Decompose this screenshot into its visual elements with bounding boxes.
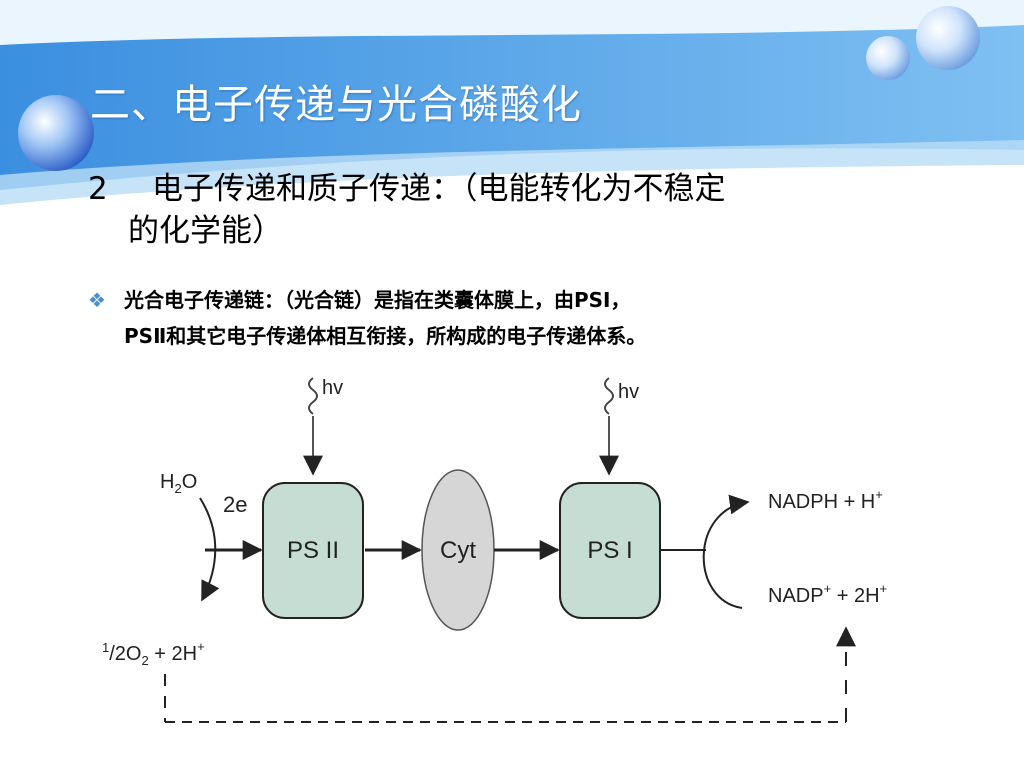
h2o-label: H2O (160, 471, 197, 496)
point-number: 2 (88, 171, 108, 207)
two-e-label: 2e (223, 492, 247, 517)
hv-wave-right (604, 377, 614, 415)
nadph-label: NADPH + H+ (768, 487, 883, 513)
bullet-line2: PSⅡ和其它电子传递体相互衔接，所构成的电子传递体系。 (124, 324, 647, 348)
point-text-line1: 电子传递和质子传递：（电能转化为不稳定 (152, 171, 726, 207)
nadp-label: NADP+ + 2H+ (768, 581, 887, 607)
orb-large (18, 95, 94, 171)
electron-transport-diagram: hv hv PS II Cyt PS I H2O 2e 1/2O2 + 2H+ … (102, 377, 887, 723)
bullet-definition: ❖ 光合电子传递链：（光合链）是指在类囊体膜上，由PSⅠ， PSⅡ和其它电子传递… (88, 282, 888, 354)
ps2-label: PS II (287, 537, 339, 564)
point-text-line2: 的化学能） (128, 213, 283, 249)
orb-small (866, 36, 910, 80)
hv-label-left: hv (322, 377, 343, 399)
ps1-label: PS I (587, 537, 632, 564)
hv-label-right: hv (618, 381, 639, 403)
bullet-line1: 光合电子传递链：（光合链）是指在类囊体膜上，由PSⅠ， (124, 288, 631, 312)
water-split-curve (199, 497, 220, 602)
ps2-box (262, 482, 364, 619)
title-band (0, 25, 1024, 190)
point-2: 2 电子传递和质子传递：（电能转化为不稳定 的化学能） (88, 168, 928, 252)
header-banner (0, 0, 1024, 205)
hv-wave-left (308, 377, 318, 415)
diamond-bullet-icon: ❖ (88, 288, 106, 312)
nadp-reduction-curve (702, 494, 750, 609)
cyt-label: Cyt (440, 537, 476, 564)
half-o2-label: 1/2O2 + 2H+ (102, 639, 205, 668)
slide-title: 二、电子传递与光合磷酸化 (90, 82, 582, 128)
orb-medium (916, 6, 980, 70)
